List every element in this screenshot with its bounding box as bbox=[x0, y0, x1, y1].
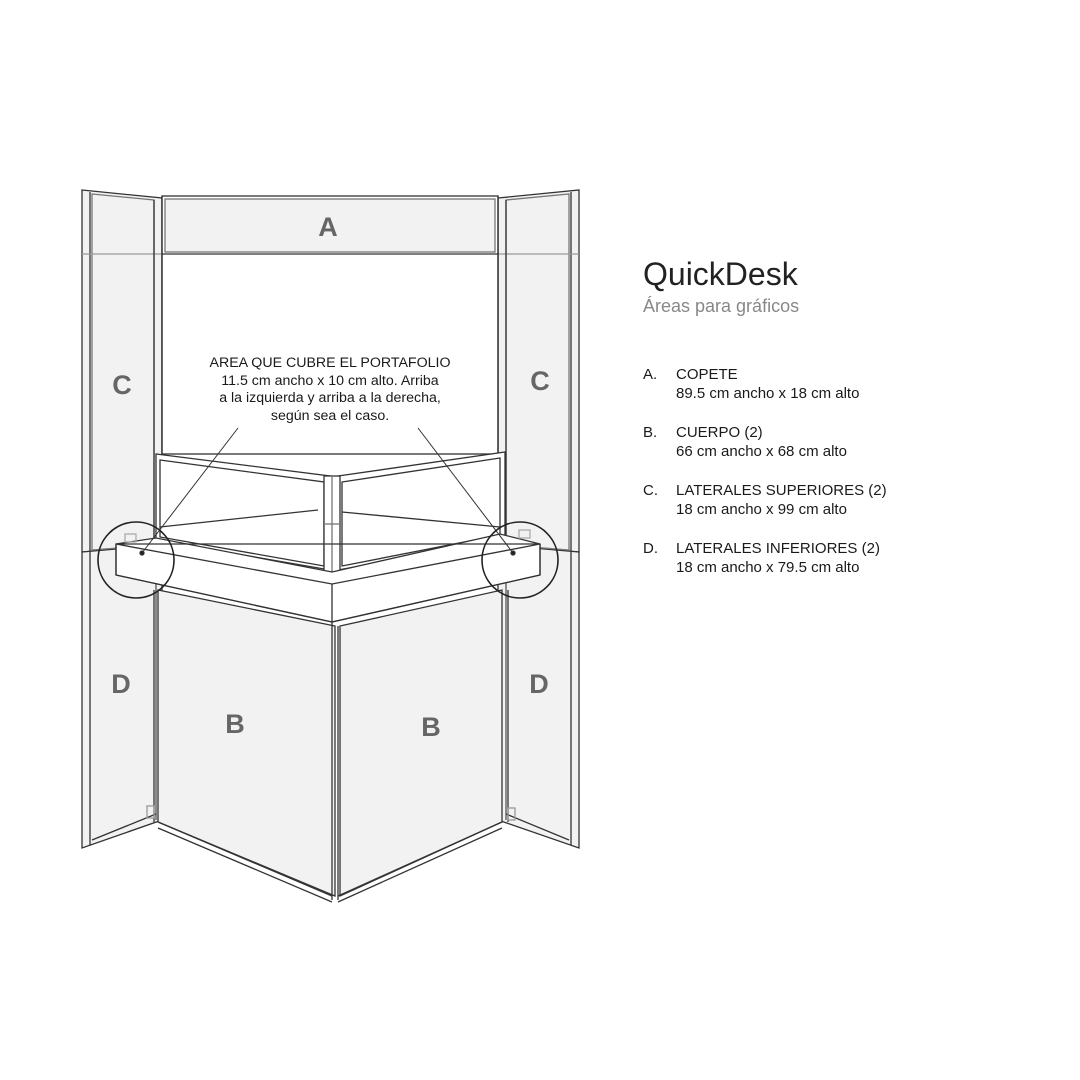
page-title: QuickDesk bbox=[643, 256, 798, 292]
label-d-right: D bbox=[529, 669, 549, 699]
label-c-left: C bbox=[112, 370, 132, 400]
legend-name: COPETE bbox=[676, 366, 738, 383]
page-subtitle: Áreas para gráficos bbox=[643, 296, 800, 316]
label-b-left: B bbox=[225, 709, 245, 739]
legend-name: LATERALES INFERIORES (2) bbox=[676, 540, 880, 557]
legend-key: A. bbox=[643, 366, 658, 383]
callout-line-1: 11.5 cm ancho x 10 cm alto. Arriba bbox=[221, 372, 439, 389]
left-side-panel bbox=[81, 189, 163, 849]
legend-list: A. COPETE 89.5 cm ancho x 18 cm alto B. … bbox=[643, 365, 1063, 577]
right-side-panel bbox=[497, 189, 580, 849]
legend-dimensions: 18 cm ancho x 79.5 cm alto bbox=[676, 559, 860, 576]
legend-name: LATERALES SUPERIORES (2) bbox=[676, 482, 887, 499]
callout-line-2: a la izquierda y arriba a la derecha, bbox=[219, 390, 441, 406]
legend-dimensions: 89.5 cm ancho x 18 cm alto bbox=[676, 385, 860, 402]
callout-title: AREA QUE CUBRE EL PORTAFOLIO bbox=[209, 355, 451, 371]
legend: QuickDesk Áreas para gráficos A. COPETE … bbox=[643, 255, 1063, 597]
legend-item-b: B. CUERPO (2) 66 cm ancho x 68 cm alto bbox=[643, 423, 1063, 461]
legend-name: CUERPO (2) bbox=[676, 424, 763, 441]
callout-indicators bbox=[97, 427, 559, 599]
label-a: A bbox=[318, 212, 338, 242]
legend-item-c: C. LATERALES SUPERIORES (2) 18 cm ancho … bbox=[643, 481, 1063, 519]
legend-item-a: A. COPETE 89.5 cm ancho x 18 cm alto bbox=[643, 365, 1063, 403]
label-b-right: B bbox=[421, 712, 441, 742]
legend-key: C. bbox=[643, 482, 658, 499]
legend-dimensions: 66 cm ancho x 68 cm alto bbox=[676, 443, 847, 460]
callout-line-3: según sea el caso. bbox=[270, 407, 390, 424]
portfolio-area-callout: AREA QUE CUBRE EL PORTAFOLIO 11.5 cm anc… bbox=[180, 355, 480, 425]
legend-item-d: D. LATERALES INFERIORES (2) 18 cm ancho … bbox=[643, 539, 1063, 577]
legend-key: D. bbox=[643, 540, 658, 557]
label-d-left: D bbox=[111, 669, 131, 699]
legend-key: B. bbox=[643, 424, 658, 441]
copete-panel bbox=[164, 198, 496, 253]
body-panels bbox=[146, 589, 516, 903]
label-c-right: C bbox=[530, 366, 550, 396]
desk-counter bbox=[115, 451, 541, 623]
legend-dimensions: 18 cm ancho x 99 cm alto bbox=[676, 501, 847, 518]
